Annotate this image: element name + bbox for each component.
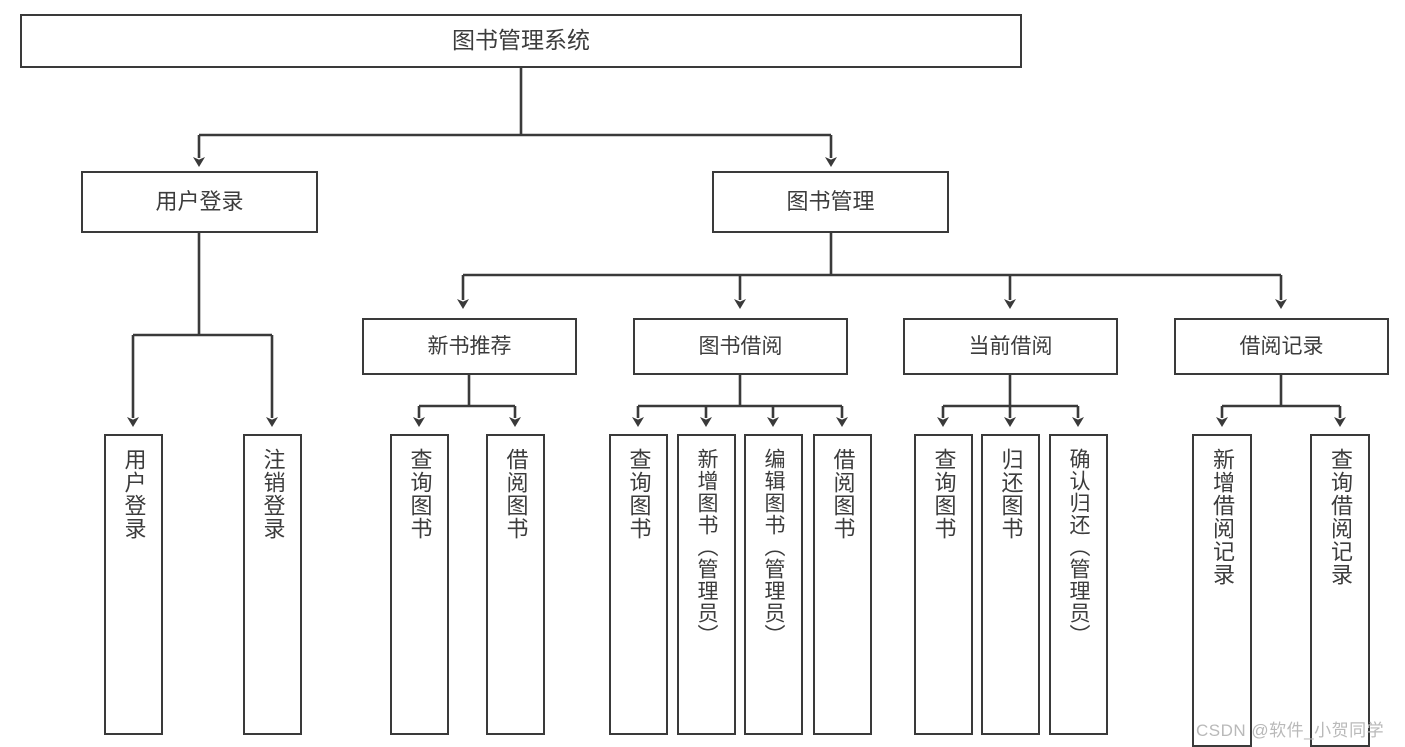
node-current-borrow[interactable]: 当前借阅 xyxy=(903,318,1118,375)
node-leaf-confirm-return-label: 确认归还（管理员） xyxy=(1067,448,1090,646)
node-root[interactable]: 图书管理系统 xyxy=(20,14,1022,68)
node-leaf-query-book-1[interactable]: 查询图书 xyxy=(390,434,449,735)
node-leaf-borrow-book-2[interactable]: 借阅图书 xyxy=(813,434,872,735)
node-root-label: 图书管理系统 xyxy=(452,27,590,54)
node-leaf-query-book-3[interactable]: 查询图书 xyxy=(914,434,973,735)
node-leaf-return-book-label: 归还图书 xyxy=(998,448,1024,540)
node-leaf-add-record[interactable]: 新增借阅记录 xyxy=(1192,434,1252,747)
node-leaf-borrow-book-1[interactable]: 借阅图书 xyxy=(486,434,545,735)
node-leaf-query-book-1-label: 查询图书 xyxy=(407,448,433,540)
node-book-borrow[interactable]: 图书借阅 xyxy=(633,318,848,375)
node-book-borrow-label: 图书借阅 xyxy=(698,334,783,358)
node-borrow-record[interactable]: 借阅记录 xyxy=(1174,318,1389,375)
node-leaf-logout[interactable]: 注销登录 xyxy=(243,434,302,735)
node-leaf-query-book-3-label: 查询图书 xyxy=(931,448,957,540)
node-book-manage[interactable]: 图书管理 xyxy=(712,171,949,233)
node-leaf-add-book[interactable]: 新增图书（管理员） xyxy=(677,434,736,735)
node-new-book-rec[interactable]: 新书推荐 xyxy=(362,318,577,375)
node-new-book-rec-label: 新书推荐 xyxy=(427,334,512,358)
node-leaf-return-book[interactable]: 归还图书 xyxy=(981,434,1040,735)
node-leaf-borrow-book-1-label: 借阅图书 xyxy=(503,448,529,540)
node-leaf-add-record-label: 新增借阅记录 xyxy=(1210,448,1235,586)
node-leaf-user-login[interactable]: 用户登录 xyxy=(104,434,163,735)
node-leaf-query-record-label: 查询借阅记录 xyxy=(1328,448,1353,586)
node-leaf-edit-book[interactable]: 编辑图书（管理员） xyxy=(744,434,803,735)
node-leaf-user-login-label: 用户登录 xyxy=(121,448,147,540)
node-leaf-add-book-label: 新增图书（管理员） xyxy=(695,448,718,646)
node-book-manage-label: 图书管理 xyxy=(786,188,875,214)
node-leaf-confirm-return[interactable]: 确认归还（管理员） xyxy=(1049,434,1108,735)
node-leaf-query-book-2[interactable]: 查询图书 xyxy=(609,434,668,735)
node-borrow-record-label: 借阅记录 xyxy=(1239,334,1324,358)
node-user-login-label: 用户登录 xyxy=(155,188,244,214)
node-current-borrow-label: 当前借阅 xyxy=(968,334,1053,358)
node-user-login[interactable]: 用户登录 xyxy=(81,171,318,233)
node-leaf-borrow-book-2-label: 借阅图书 xyxy=(830,448,856,540)
node-leaf-query-record[interactable]: 查询借阅记录 xyxy=(1310,434,1370,747)
csdn-watermark: CSDN @软件_小贺同学 xyxy=(1196,721,1385,740)
node-leaf-edit-book-label: 编辑图书（管理员） xyxy=(762,448,785,646)
node-leaf-logout-label: 注销登录 xyxy=(260,448,286,540)
node-leaf-query-book-2-label: 查询图书 xyxy=(626,448,652,540)
